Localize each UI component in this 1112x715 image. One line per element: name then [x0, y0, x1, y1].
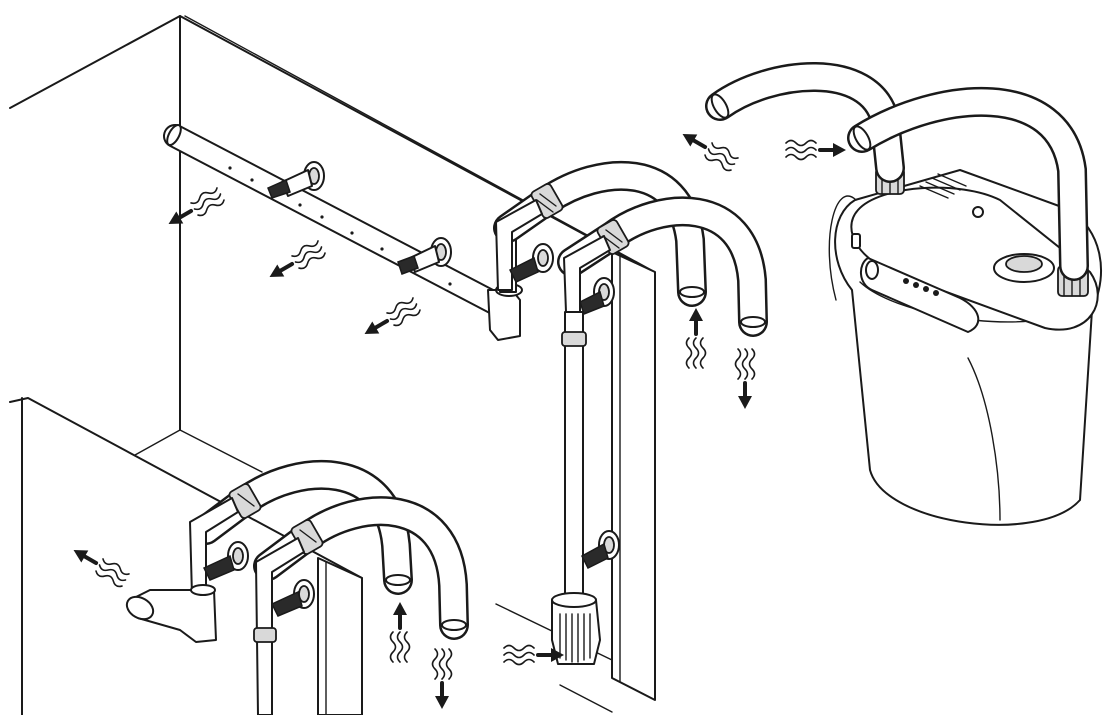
intake-hose-main	[557, 196, 768, 337]
secondary-tank-front-glass	[317, 557, 363, 715]
intake-strainer-slots	[559, 613, 591, 663]
glass-clip-secondary-2	[270, 579, 315, 617]
spray-bar-elbow	[487, 289, 521, 341]
intake-pipe-main	[551, 311, 620, 665]
flow-arrow-4	[682, 134, 739, 172]
main-tank-front-glass	[611, 251, 656, 701]
intake-pipe-clip	[581, 530, 620, 570]
canister-latch	[860, 257, 980, 333]
secondary-tank-top-edge	[9, 397, 363, 579]
intake-hose-main-end	[740, 316, 766, 328]
canister-outlet-hose-end	[710, 93, 730, 119]
flow-arrow-11	[503, 644, 564, 666]
canister-inlet-hose-end	[852, 125, 872, 151]
main-aquarium-tank	[9, 15, 656, 713]
secondary-aquarium-tank	[9, 397, 363, 715]
elbow-pipe-main-1	[495, 199, 543, 291]
spray-bar-end-cap	[166, 124, 182, 146]
secondary-intake-coupler	[253, 627, 277, 643]
canister-lid-ridges	[919, 173, 967, 199]
suction-cup-clip-2	[397, 237, 452, 275]
flow-arrow-2	[269, 240, 326, 277]
canister-lid	[850, 186, 1099, 331]
spray-bar	[163, 124, 523, 341]
glass-clip-main-2	[579, 277, 615, 315]
glass-clip-secondary-1	[202, 541, 249, 581]
canister-latch-dots	[903, 278, 939, 296]
outlet-nozzle-secondary	[125, 584, 217, 643]
intake-pipe-tube	[564, 311, 584, 613]
intake-hose-secondary	[253, 496, 469, 640]
canister-inlet-hose	[847, 86, 1089, 281]
glass-clip-main-1	[508, 243, 554, 283]
intake-pipe-coupler	[561, 331, 587, 347]
canister-latch-knob	[865, 260, 879, 280]
flow-arrow-10	[431, 648, 453, 709]
main-tank-top-back-edge	[9, 15, 651, 271]
flow-arrow-9	[389, 602, 411, 663]
canister-filter	[828, 167, 1102, 526]
return-hose-main-end	[679, 286, 705, 298]
main-tank-floor-left	[134, 429, 181, 456]
canister-lid-screw	[972, 206, 984, 218]
suction-cup-clip-1	[267, 161, 325, 199]
flow-arrow-7	[734, 348, 756, 409]
flow-arrow-5	[785, 139, 846, 161]
flow-arrow-6	[685, 308, 707, 369]
canister-outlet-hose	[705, 62, 905, 183]
clip-jaw-2	[397, 255, 419, 275]
main-tank-base-edge	[559, 684, 613, 713]
main-tank-floor-right	[179, 429, 263, 473]
flow-arrow-8	[73, 550, 130, 588]
main-tank-top-rim	[184, 15, 656, 273]
clip-jaw-1	[267, 178, 291, 199]
elbow-pipe-secondary-2	[255, 537, 305, 715]
flow-arrow-3	[364, 297, 421, 334]
flow-arrow-1	[168, 187, 225, 224]
spray-bar-body	[165, 126, 510, 316]
flow-markers	[73, 134, 846, 709]
